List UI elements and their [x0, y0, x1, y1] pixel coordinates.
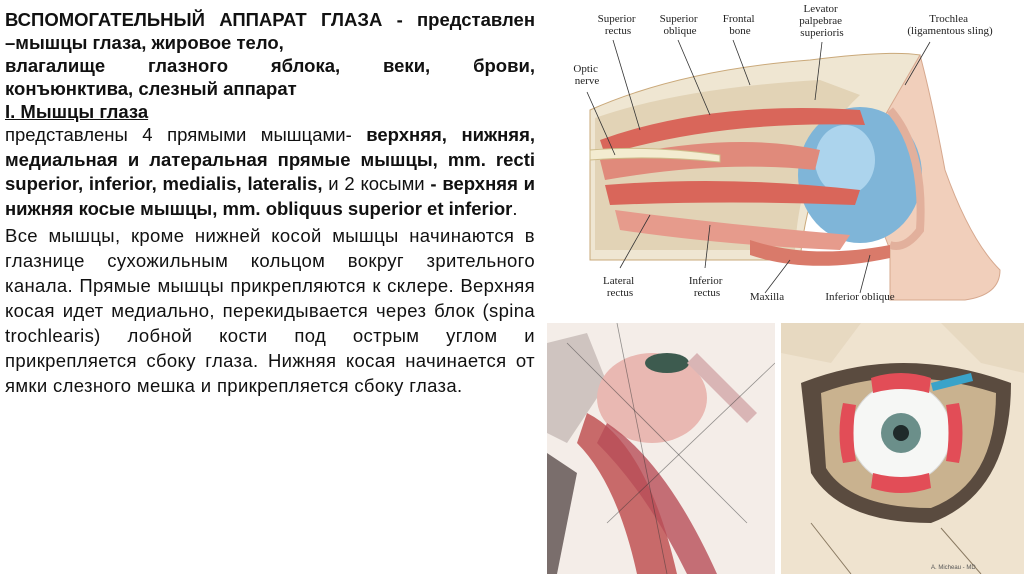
eye-dissection-figure [547, 323, 775, 574]
label-maxilla: Maxilla [750, 291, 784, 303]
origin-paragraph: Все мышцы, кроме нижней косой мышцы начи… [5, 225, 535, 396]
p1-e: . [512, 197, 518, 219]
intro-line-4: конъюнктива, слезный аппарат [5, 78, 297, 99]
label-trochlea: Trochlea (ligamentous sling) [907, 13, 993, 37]
figure-credit: A. Micheau - MD [931, 565, 976, 571]
label-superior-oblique: Superior oblique [660, 13, 701, 37]
intro-paragraph: ВСПОМОГАТЕЛЬНЫЙ АППАРАТ ГЛАЗА - представ… [5, 8, 535, 100]
intro-line-3: влагалище глазного яблока, веки, брови, [5, 55, 535, 76]
eye-muscles-lateral-figure: Superior rectus Superior oblique Frontal… [560, 0, 1024, 310]
eye-orbit-frontal-figure: A. Micheau - MD [781, 323, 1024, 574]
label-superior-rectus: Superior rectus [598, 13, 639, 37]
label-frontal-bone: Frontal bone [723, 13, 758, 37]
p1-d: - верхняя и нижняя косые мышцы, mm. obli… [5, 173, 535, 219]
label-levator: Levator palpebrae superioris [799, 3, 845, 39]
eye-dissection-svg [547, 323, 775, 574]
label-inferior-oblique: Inferior oblique [825, 291, 894, 303]
intro-line-2: –мышцы глаза, жировое тело, [5, 32, 284, 53]
eye-orbit-frontal-svg: A. Micheau - MD [781, 323, 1024, 574]
label-inferior-rectus: Inferior rectus [689, 275, 725, 299]
p1-a: представлены 4 прямыми мышцами- [5, 124, 367, 145]
label-optic-nerve: Optic nerve [573, 63, 600, 87]
section-heading: I. Мышцы глаза [5, 101, 149, 122]
intro-line-1: ВСПОМОГАТЕЛЬНЫЙ АППАРАТ ГЛАЗА - представ… [5, 9, 535, 30]
p1-b: верхняя, нижняя, медиальная и латеральна… [5, 124, 536, 194]
p1-c: и 2 косыми [322, 173, 431, 194]
text-column: ВСПОМОГАТЕЛЬНЫЙ АППАРАТ ГЛАЗА - представ… [5, 8, 535, 398]
eye-muscles-lateral-svg: Superior rectus Superior oblique Frontal… [573, 3, 1001, 303]
muscles-paragraph: представлены 4 прямыми мышцами- верхняя,… [5, 123, 535, 221]
label-lateral-rectus: Lateral rectus [603, 275, 637, 299]
